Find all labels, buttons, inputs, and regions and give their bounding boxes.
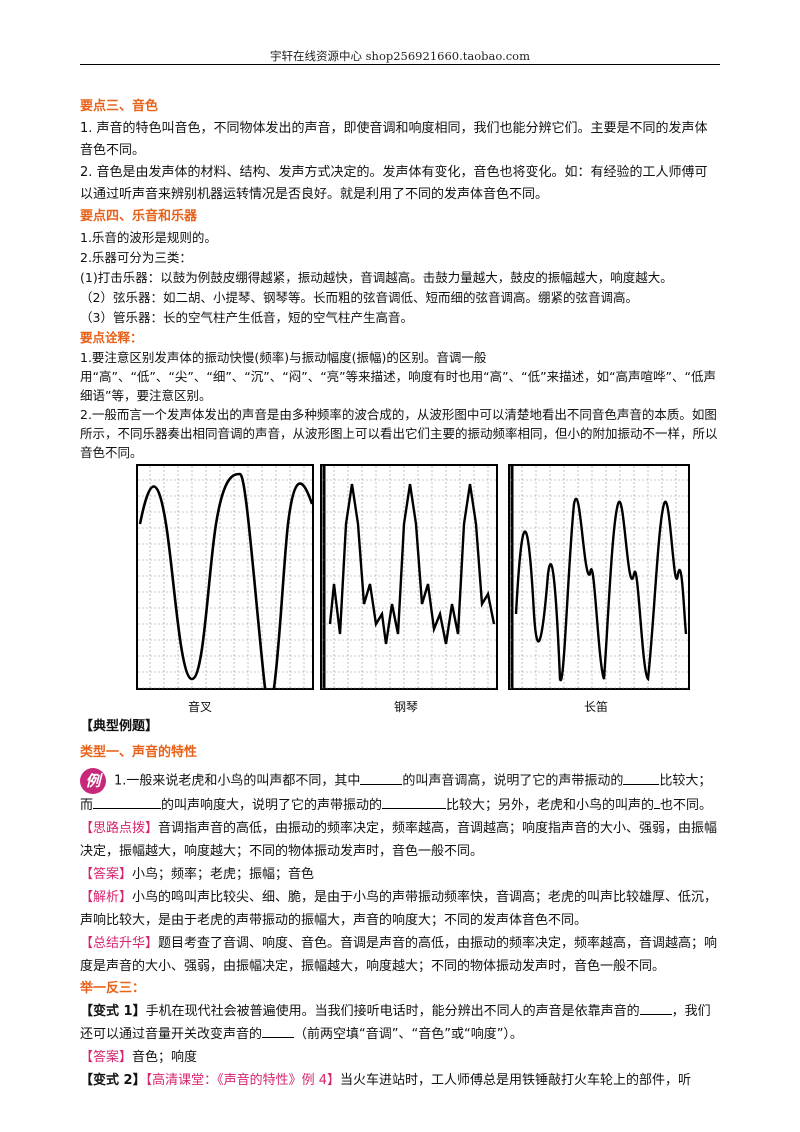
section3-p1: 1. 声音的特色叫音色，不同物体发出的声音，即使音调和响度相同，我们也能分辨它们…	[80, 121, 708, 158]
variant1-tag: 【变式 1】	[80, 1004, 146, 1019]
answer-text: 小鸟；频率；老虎；振幅；音色	[132, 867, 315, 882]
variant2-tag: 【变式 2】	[80, 1073, 146, 1088]
q1-blank-3	[93, 794, 162, 809]
explanation-text: 小鸟的鸣叫声比较尖、细、脆，是由于小鸟的声带振动频率快，音调高；老虎的叫声比较雄…	[80, 890, 718, 928]
variant2-text: 当火车进站时，工人师傅总是用铁锤敲打火车轮上的部件，听	[339, 1073, 691, 1088]
waveform-label-piano: 钢琴	[393, 700, 418, 714]
section4-l2: 2.乐器可分为三类：	[80, 250, 192, 265]
waveform-label-flute: 长笛	[583, 700, 608, 714]
document-body: 要点三、音色 1. 声音的特色叫音色，不同物体发出的声音，即使音调和响度相同，我…	[80, 96, 720, 1092]
answer-tag: 【答案】	[80, 867, 133, 882]
variant1-blank-2	[262, 1023, 295, 1038]
q1-part-a: 1.一般来说老虎和小鸟的叫声都不同，其中	[114, 773, 361, 789]
variant2-question: 【变式 2】【高清课堂：《声音的特性》例 4】当火车进站时，工人师傅总是用铁锤敲…	[80, 1069, 720, 1092]
variant1-blank-1	[639, 1000, 672, 1015]
notes-n1: 1.要注意区别发声体的振动快慢(频率)与振动幅度(振幅)的区别。音调一般用“高”…	[80, 350, 716, 403]
waveform-piano	[320, 464, 498, 690]
q1-blank-2	[623, 770, 660, 785]
hint-paragraph: 【思路点拨】音调指声音的高低，由振动的频率决定，频率越高，音调越高；响度指声音的…	[80, 817, 720, 863]
summary-tag: 【总结升华】	[80, 936, 159, 951]
q1-blank-4	[382, 794, 447, 809]
q1-part-e: 比较大；另外，老虎和小鸟的叫声的	[446, 798, 655, 813]
explanation-tag: 【解析】	[80, 890, 133, 905]
hint-text: 音调指声音的高低，由振动的频率决定，频率越高，音调越高；响度指声音的大小、强弱，…	[80, 821, 718, 859]
variant1-part-a: 手机在现代社会被普遍使用。当我们接听电话时，能分辨出不同人的声音是依靠声音的	[145, 1004, 640, 1019]
summary-text: 题目考查了音调、响度、音色。音调是声音的高低，由振动的频率决定，频率越高，音调越…	[80, 936, 718, 974]
section3-p2: 2. 音色是由发声体的材料、结构、发声方式决定的。发声体有变化，音色也将变化。如…	[80, 165, 708, 202]
waveform-figure: 音叉 钢琴 长笛	[80, 464, 720, 714]
variant1-part-b: ，我们还可以通过音量开关改变声音的	[80, 1004, 711, 1042]
section4-l5: （3）管乐器：长的空气柱产生低音，短的空气柱产生高音。	[80, 310, 413, 325]
section4-l4: （2）弦乐器：如二胡、小提琴、钢琴等。长而粗的弦音调低、短而细的弦音调高。绷紧的…	[80, 290, 638, 305]
variant1-answer-text: 音色；响度	[132, 1050, 198, 1065]
type1-title: 类型一、声音的特性	[80, 745, 198, 760]
notes-n2: 2.一般而言一个发声体发出的声音是由多种频率的波合成的，从波形图中可以清楚地看出…	[80, 407, 718, 460]
practice-title: 举一反三：	[80, 981, 146, 996]
page-header: 宇轩在线资源中心 shop256921660.taobao.com	[269, 49, 531, 63]
waveform-flute	[508, 464, 690, 690]
example-badge: 例	[80, 768, 106, 794]
variant2-link[interactable]: 【高清课堂：《声音的特性》例 4】	[145, 1073, 340, 1088]
explanation-paragraph: 【解析】小鸟的鸣叫声比较尖、细、脆，是由于小鸟的声带振动频率快，音调高；老虎的叫…	[80, 886, 720, 932]
section4-l1: 1.乐音的波形是规则的。	[80, 230, 217, 245]
summary-paragraph: 【总结升华】题目考查了音调、响度、音色。音调是声音的高低，由振动的频率决定，频率…	[80, 932, 720, 978]
variant1-question: 【变式 1】手机在现代社会被普遍使用。当我们接听电话时，能分辨出不同人的声音是依…	[80, 1000, 720, 1046]
q1-part-f: 也不同。	[660, 798, 713, 813]
notes-title: 要点诠释：	[80, 330, 143, 345]
q1-part-b: 的叫声音调高，说明了它的声带振动的	[402, 773, 624, 789]
waveform-label-fork: 音叉	[187, 700, 212, 714]
variant1-answer: 【答案】音色；响度	[80, 1046, 720, 1069]
q1-part-d: 的叫声响度大，说明了它的声带振动的	[161, 798, 383, 813]
variant1-part-c: （前两空填“音调”、“音色”或“响度”）。	[294, 1027, 523, 1042]
header-rule	[80, 64, 720, 65]
examples-title: 【典型例题】	[80, 719, 159, 734]
waveform-tuning-fork	[136, 464, 314, 690]
q1-blank-5	[654, 794, 661, 809]
section4-title: 要点四、乐音和乐器	[80, 209, 198, 224]
hint-tag: 【思路点拨】	[80, 821, 159, 836]
q1-blank-1	[360, 770, 403, 785]
section3-title: 要点三、音色	[80, 99, 159, 114]
section4-l3: (1)打击乐器：以鼓为例鼓皮绷得越紧，振动越快，音调越高。击鼓力量越大，鼓皮的振…	[80, 270, 673, 285]
variant1-answer-tag: 【答案】	[80, 1050, 133, 1065]
q1-part-c: 比较大；而	[80, 773, 712, 814]
answer-paragraph: 【答案】小鸟；频率；老虎；振幅；音色	[80, 863, 720, 886]
